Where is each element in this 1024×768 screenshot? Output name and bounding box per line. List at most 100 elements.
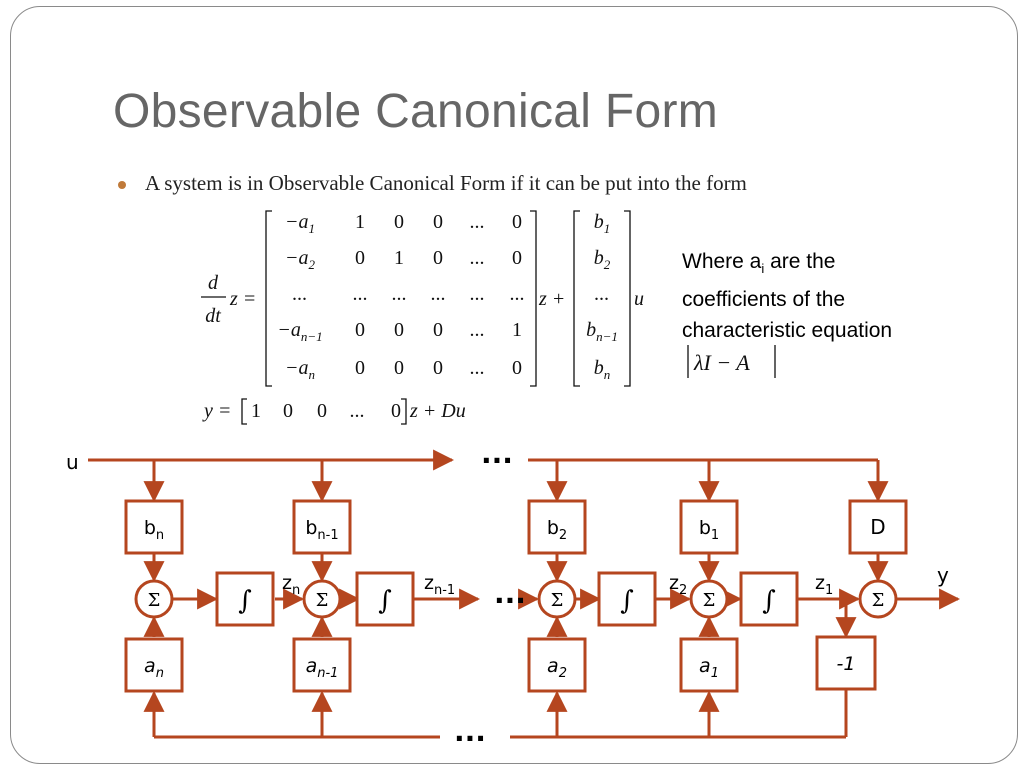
matrix-b-right-bracket [624, 210, 631, 387]
matrix-c-entry: ... [350, 400, 365, 422]
label-base: z [282, 572, 292, 594]
note-line-3: characteristic equation [682, 319, 893, 343]
summing-junction [134, 579, 174, 619]
integrator-symbol: ∫ [762, 586, 776, 616]
label-base: b [594, 211, 604, 233]
matrix-a-entry: −an [285, 357, 315, 382]
label-subscript: 2 [309, 257, 316, 272]
sum-symbol: Σ [316, 590, 329, 611]
matrix-a-entry: −an−1 [277, 319, 322, 344]
side-note: Where ai are the coefficients of the cha… [682, 246, 962, 346]
label-base: b [699, 517, 711, 539]
label-subscript: 2 [604, 257, 611, 272]
label-base: a [306, 655, 318, 677]
lhs-variable: z = [229, 288, 256, 310]
matrix-a-entry: ... [470, 319, 485, 341]
ellipsis: ... [481, 437, 513, 470]
a-block-label: a1 [699, 655, 719, 681]
matrix-a-entry: ... [470, 283, 485, 305]
negation-block [815, 635, 877, 691]
label-subscript: 1 [825, 583, 833, 598]
matrix-a-entry: 0 [433, 357, 443, 379]
matrix-c-left-bracket [241, 398, 247, 425]
ellipsis: ... [494, 577, 526, 610]
sum-symbol: Σ [703, 590, 716, 611]
negation-block-label: -1 [837, 653, 856, 675]
integrator-block [597, 571, 657, 627]
label-subscript: n [309, 367, 316, 382]
label-base: −a [277, 319, 301, 341]
matrix-a-entry: ... [431, 283, 446, 305]
matrix-a-entry: ... [392, 283, 407, 305]
matrix-a-entry: 1 [394, 247, 404, 269]
note-line-1-sub: i [761, 261, 765, 277]
matrix-a-entry: 0 [433, 247, 443, 269]
sum-symbol: Σ [551, 590, 564, 611]
matrix-a-entry: ... [470, 211, 485, 233]
label-base: z [815, 572, 825, 594]
note-line-1b: are the [764, 250, 836, 273]
matrix-a-entry: 0 [394, 211, 404, 233]
b-block [679, 499, 739, 555]
input-u: u [634, 288, 644, 310]
d-block [848, 499, 908, 555]
matrix-c-entry: 0 [317, 400, 327, 422]
matrix-a-entry: 0 [512, 211, 522, 233]
label-subscript: n [292, 583, 300, 598]
matrix-c-entry: 1 [251, 400, 261, 422]
matrix-a-entry: 0 [355, 247, 365, 269]
integrator-block [215, 571, 275, 627]
label-subscript: n [156, 666, 164, 681]
matrix-a-left-bracket [265, 210, 272, 387]
output-lhs: y = [202, 400, 231, 422]
label-base: −a [285, 357, 309, 379]
matrix-b-left-bracket [573, 210, 580, 387]
char-eq-text: λI − A [693, 350, 750, 375]
diagram-blocks [124, 499, 908, 693]
characteristic-equation: λI − A [687, 345, 776, 378]
output-rhs: z + Du [409, 400, 466, 422]
label-base: ... [293, 283, 308, 305]
state-label: zn [282, 572, 300, 598]
label-subscript: n-1 [317, 666, 338, 681]
matrix-a-entry: 0 [394, 319, 404, 341]
integrator-symbol: ∫ [238, 586, 252, 616]
matrix-a-entry: ... [293, 283, 308, 305]
matrix-a-entry: ... [470, 357, 485, 379]
label-base: −a [285, 247, 309, 269]
plus-z: z + [538, 288, 565, 310]
matrix-a-entry: 1 [512, 319, 522, 341]
matrix-b-entry: b2 [594, 247, 611, 272]
label-subscript: 2 [559, 528, 567, 543]
label-base: ... [595, 283, 610, 305]
matrix-a-right-bracket [530, 210, 537, 387]
lhs-numerator: d [208, 272, 219, 294]
matrix-b-entry: b1 [594, 211, 611, 236]
matrix-a-entry: ... [510, 283, 525, 305]
summing-junction [858, 579, 898, 619]
a-block-label: an-1 [306, 655, 339, 681]
bullet-dot-icon [118, 181, 126, 189]
block-diagram [88, 449, 961, 739]
matrix-a-entry: 0 [512, 247, 522, 269]
slide-title: Observable Canonical Form [113, 85, 719, 138]
matrix-a-entry: 1 [355, 211, 365, 233]
label-subscript: n [604, 367, 611, 382]
label-base: b [144, 517, 156, 539]
a-block [292, 637, 352, 693]
matrix-a-entry: −a1 [285, 211, 315, 236]
integrator-block [739, 571, 799, 627]
label-subscript: 2 [559, 666, 567, 681]
label-subscript: 1 [711, 528, 719, 543]
b-block [292, 499, 352, 555]
label-subscript: n−1 [596, 329, 618, 344]
matrix-a-entry: 0 [433, 211, 443, 233]
matrix-a-entry: 0 [355, 357, 365, 379]
matrix-a-entry: 0 [512, 357, 522, 379]
b-block-label: bn-1 [305, 517, 338, 543]
integrator-symbol: ∫ [620, 586, 634, 616]
state-label: zn-1 [424, 572, 455, 598]
b-block-label: b2 [547, 517, 567, 543]
label-subscript: n-1 [434, 583, 455, 598]
